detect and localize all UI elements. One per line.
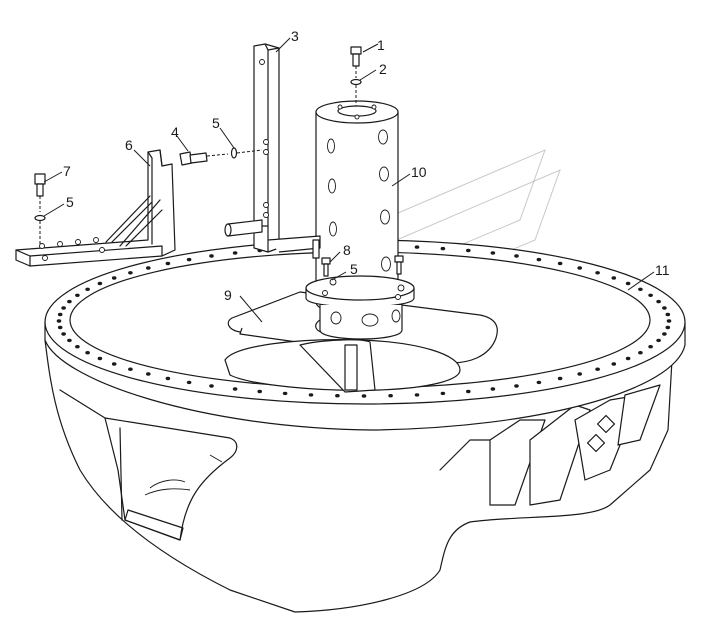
bolts-part-8 xyxy=(312,239,404,277)
ring-bolt-hole xyxy=(165,261,171,266)
ring-bolt-hole xyxy=(85,351,90,355)
ring-bolt-hole xyxy=(557,261,563,266)
ring-bolt-hole xyxy=(466,248,471,253)
ring-bolt-hole xyxy=(648,293,653,297)
ring-bolt-holes xyxy=(56,244,672,398)
ring-bolt-hole xyxy=(625,356,631,361)
ring-bolt-hole xyxy=(577,372,582,376)
ring-bolt-hole xyxy=(209,384,214,388)
ring-bolt-hole xyxy=(67,338,72,343)
ring-bolt-hole xyxy=(388,394,393,398)
ring-bolt-hole xyxy=(662,306,667,310)
ring-bolt-hole xyxy=(165,376,171,381)
callout-3: 3 xyxy=(291,28,299,44)
ring-bolt-hole xyxy=(490,251,496,255)
callout-11: 11 xyxy=(655,262,670,278)
ring-bolt-hole xyxy=(611,276,617,280)
ring-bolt-hole xyxy=(656,338,661,343)
callout-5-bracket-washer: 5 xyxy=(66,194,74,210)
column-part-10 xyxy=(305,100,415,340)
callout-6: 6 xyxy=(125,137,133,153)
ring-bolt-hole xyxy=(665,312,671,317)
ring-bolt-hole xyxy=(61,306,66,310)
callout-4: 4 xyxy=(171,124,179,140)
ring-bolt-hole xyxy=(111,276,117,280)
ring-bolt-hole xyxy=(648,345,653,349)
ring-bolt-hole xyxy=(638,287,643,291)
ring-bolt-hole xyxy=(514,384,519,388)
ring-bolt-hole xyxy=(656,299,661,304)
ring-bolt-hole xyxy=(611,362,617,366)
ring-bolt-hole xyxy=(56,319,62,323)
ring-bolt-hole xyxy=(662,332,667,336)
ring-bolt-hole xyxy=(61,332,66,336)
ring-bolt-hole xyxy=(111,362,117,366)
ring-bolt-hole xyxy=(97,281,103,286)
ring-bolt-hole xyxy=(536,257,542,262)
leader-lines xyxy=(43,37,655,323)
ring-bolt-hole xyxy=(232,387,238,391)
ring-bolt-hole xyxy=(665,325,671,330)
callout-2: 2 xyxy=(379,61,387,77)
ring-bolt-hole xyxy=(57,325,63,330)
ring-bolt-hole xyxy=(625,281,631,286)
ring-bolt-hole xyxy=(557,376,563,381)
ring-bolt-hole xyxy=(577,266,582,270)
callout-labels: 1 2 3 4 5 6 7 5 8 5 9 10 11 xyxy=(63,28,670,303)
ring-bolt-hole xyxy=(85,287,90,291)
ring-bolt-hole xyxy=(75,345,80,349)
ring-bolt-hole xyxy=(440,246,446,251)
ring-bolt-hole xyxy=(308,393,314,397)
callout-5-washer: 5 xyxy=(212,115,220,131)
ring-bolt-hole xyxy=(146,266,151,270)
ring-bolt-hole xyxy=(361,394,367,398)
callout-8: 8 xyxy=(343,242,351,258)
callout-5-flange-washer: 5 xyxy=(350,261,358,277)
ring-bolt-hole xyxy=(466,389,471,394)
bolt-part-7 xyxy=(34,173,46,244)
ring-bolt-hole xyxy=(257,389,263,394)
bolt-part-4 xyxy=(179,147,263,166)
ring-bolt-hole xyxy=(595,367,600,371)
bracket-part-3 xyxy=(224,43,321,253)
callout-1: 1 xyxy=(377,37,385,53)
ring-bolt-hole xyxy=(67,299,72,304)
ring-bolt-hole xyxy=(97,356,103,361)
ring-bolt-hole xyxy=(666,319,672,323)
bracket-part-6 xyxy=(15,149,176,267)
ring-bolt-hole xyxy=(638,351,643,355)
ring-bolt-hole xyxy=(232,251,238,255)
bolt-part-1 xyxy=(350,46,362,106)
ring-bolt-hole xyxy=(186,257,192,262)
callout-9: 9 xyxy=(224,287,232,303)
ring-bolt-hole xyxy=(186,380,192,385)
ring-bolt-hole xyxy=(335,394,340,398)
ring-bolt-hole xyxy=(209,254,214,258)
ring-bolt-hole xyxy=(75,293,80,297)
ring-bolt-hole xyxy=(414,393,420,397)
ring-bolt-hole xyxy=(128,271,133,275)
ring-bolt-hole xyxy=(595,271,600,275)
ring-bolt-hole xyxy=(440,391,446,396)
ring-bolt-hole xyxy=(490,387,496,391)
ring-bolt-hole xyxy=(128,367,133,371)
ring-bolt-hole xyxy=(536,380,542,385)
callout-7: 7 xyxy=(63,163,71,179)
ring-bolt-hole xyxy=(282,391,288,396)
ring-bolt-hole xyxy=(57,312,63,317)
ring-bolt-hole xyxy=(414,245,420,249)
ring-bolt-hole xyxy=(146,372,151,376)
callout-10: 10 xyxy=(411,164,427,180)
ring-bolt-hole xyxy=(514,254,519,258)
